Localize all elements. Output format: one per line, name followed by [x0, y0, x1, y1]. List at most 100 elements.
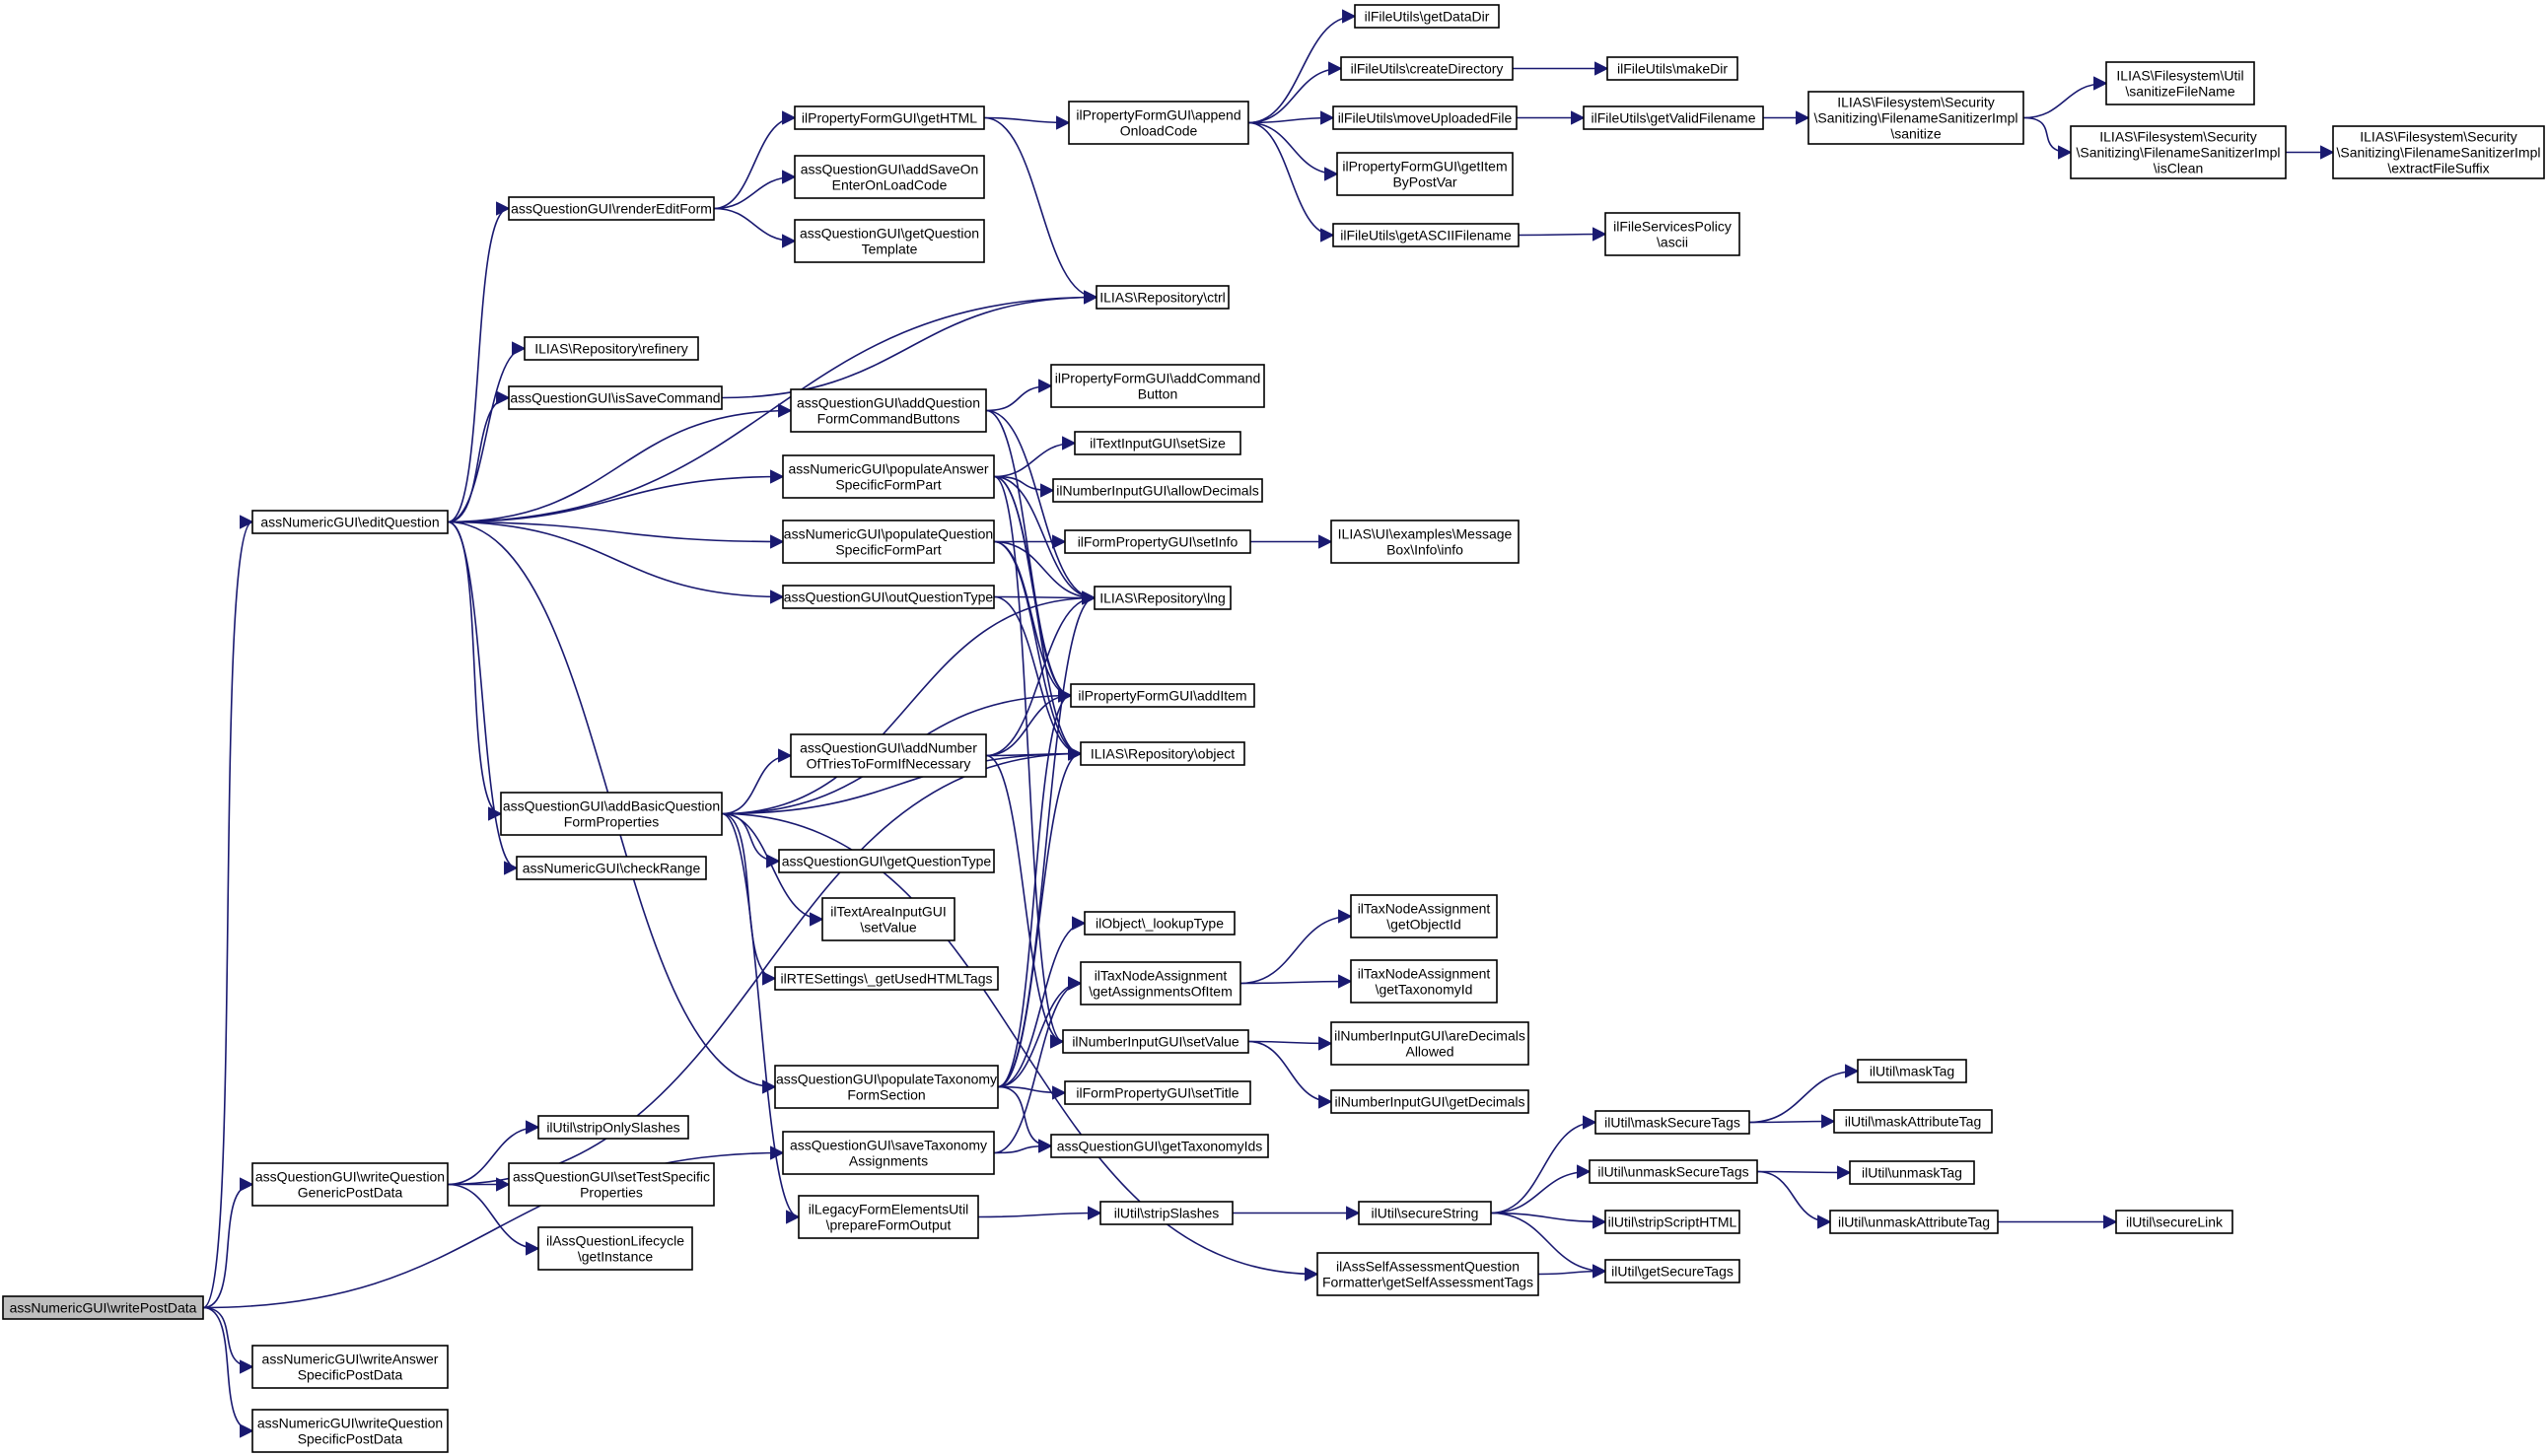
graph-node[interactable]: assQuestionGUI\populateTaxonomyFormSecti…: [774, 1065, 999, 1109]
graph-node[interactable]: assNumericGUI\populateQuestionSpecificFo…: [782, 520, 995, 564]
edge-addBasicQuestionFormProperties-to-addNumberOfTriesToFormIfNecessary: [721, 748, 793, 815]
node-box: [1330, 1021, 1529, 1066]
node-box: [537, 1226, 693, 1271]
node-box: [2115, 1210, 2233, 1234]
graph-node[interactable]: ilUtil\maskAttributeTag: [1833, 1109, 1993, 1134]
graph-node[interactable]: ilTaxNodeAssignment\getAssignmentsOfItem: [1080, 961, 1241, 1005]
graph-node[interactable]: ilUtil\unmaskAttributeTag: [1829, 1210, 1999, 1234]
graph-node[interactable]: ILIAS\Filesystem\Security\Sanitizing\Fil…: [2070, 125, 2287, 179]
graph-node[interactable]: assQuestionGUI\getQuestionType: [778, 849, 995, 873]
graph-node[interactable]: ilNumberInputGUI\setValue: [1062, 1029, 1249, 1054]
edge-addBasicQuestionFormProperties-to-object: [721, 746, 1083, 815]
node-box: [1336, 152, 1514, 196]
graph-node[interactable]: ilAssSelfAssessmentQuestionFormatter\get…: [1316, 1252, 1539, 1296]
edge-populateAnswerSpecificFormPart-to-numberSetValue: [993, 475, 1065, 1049]
graph-node[interactable]: ilFileUtils\getDataDir: [1354, 4, 1500, 29]
graph-node[interactable]: ilFileUtils\makeDir: [1606, 56, 1738, 81]
graph-node[interactable]: ilFormPropertyGUI\setInfo: [1064, 529, 1251, 554]
graph-node[interactable]: ilUtil\stripSlashes: [1099, 1201, 1234, 1225]
graph-node[interactable]: ilFileUtils\getValidFilename: [1583, 105, 1764, 130]
graph-node[interactable]: ilUtil\getSecureTags: [1604, 1259, 1740, 1283]
root-node[interactable]: assNumericGUI\writePostData: [2, 1295, 204, 1320]
graph-node[interactable]: ilFileUtils\getASCIIFilename: [1332, 223, 1520, 247]
graph-node[interactable]: ilNumberInputGUI\allowDecimals: [1052, 478, 1263, 503]
graph-node[interactable]: ilTextAreaInputGUI\setValue: [821, 897, 956, 941]
graph-node[interactable]: assQuestionGUI\isSaveCommand: [508, 385, 723, 410]
edge-editQuestion-to-ctrl: [447, 290, 1098, 523]
graph-node[interactable]: assNumericGUI\writeQuestionSpecificPostD…: [251, 1409, 449, 1453]
node-box: [1354, 4, 1500, 29]
graph-node[interactable]: assQuestionGUI\renderEditForm: [508, 196, 715, 221]
edge-getAssignmentsOfItem-to-getTaxonomyId: [1239, 974, 1353, 989]
graph-node[interactable]: ilPropertyFormGUI\addItem: [1070, 683, 1255, 708]
graph-node[interactable]: ilUtil\stripScriptHTML: [1604, 1210, 1740, 1234]
node-label: ilUtil\getSecureTags: [1611, 1264, 1734, 1280]
graph-node[interactable]: assQuestionGUI\addBasicQuestionFormPrope…: [500, 792, 723, 836]
node-label: assQuestionGUI\addNumber: [800, 740, 977, 756]
graph-node[interactable]: ILIAS\Repository\ctrl: [1096, 285, 1230, 310]
graph-node[interactable]: ilUtil\maskSecureTags: [1594, 1110, 1750, 1135]
node-box: [1833, 1109, 1993, 1134]
node-box: [1332, 105, 1518, 130]
graph-node[interactable]: ilTextInputGUI\setSize: [1074, 431, 1241, 455]
graph-node[interactable]: assNumericGUI\populateAnswerSpecificForm…: [782, 454, 995, 499]
edge-appendOnloadCode-to-createDirectory: [1247, 61, 1343, 124]
graph-node[interactable]: ilUtil\stripOnlySlashes: [537, 1115, 689, 1140]
node-label: ilUtil\stripScriptHTML: [1608, 1214, 1737, 1230]
edge-addQuestionFormCommandButtons-to-addCommandButton: [985, 379, 1053, 412]
graph-node[interactable]: ILIAS\Repository\lng: [1094, 586, 1232, 610]
graph-node[interactable]: assQuestionGUI\outQuestionType: [782, 585, 995, 609]
graph-node[interactable]: assQuestionGUI\addNumberOfTriesToFormIfN…: [790, 733, 987, 778]
node-box: [508, 385, 723, 410]
node-box: [1857, 1059, 1967, 1083]
graph-node[interactable]: ilFileUtils\createDirectory: [1340, 56, 1514, 81]
graph-node[interactable]: ilNumberInputGUI\getDecimals: [1330, 1089, 1529, 1114]
graph-node[interactable]: assQuestionGUI\writeQuestionGenericPostD…: [251, 1162, 449, 1207]
graph-node[interactable]: ilFileServicesPolicy\ascii: [1604, 212, 1740, 256]
node-box: [782, 1131, 995, 1175]
node-box: [794, 155, 985, 199]
graph-node[interactable]: ilAssQuestionLifecycle\getInstance: [537, 1226, 693, 1271]
graph-node[interactable]: ilUtil\unmaskTag: [1849, 1160, 1975, 1185]
graph-node[interactable]: ILIAS\Repository\refinery: [524, 336, 699, 361]
graph-node[interactable]: ilUtil\secureString: [1358, 1201, 1492, 1225]
edge-sanitize-to-sanitizeFileName: [2022, 76, 2108, 119]
graph-node[interactable]: ilTaxNodeAssignment\getObjectId: [1350, 894, 1498, 938]
graph-node[interactable]: ilUtil\unmaskSecureTags: [1589, 1159, 1758, 1184]
graph-node[interactable]: ILIAS\Repository\object: [1080, 741, 1245, 766]
graph-node[interactable]: assQuestionGUI\getTaxonomyIds: [1050, 1134, 1269, 1158]
graph-node[interactable]: ilUtil\maskTag: [1857, 1059, 1967, 1083]
node-box: [798, 1195, 979, 1239]
graph-node[interactable]: ilUtil\secureLink: [2115, 1210, 2233, 1234]
graph-node[interactable]: ILIAS\Filesystem\Security\Sanitizing\Fil…: [2332, 125, 2545, 179]
graph-node[interactable]: ilLegacyFormElementsUtil\prepareFormOutp…: [798, 1195, 979, 1239]
graph-node[interactable]: ilObject\_lookupType: [1084, 911, 1236, 936]
node-label: assQuestionGUI\addSaveOn: [801, 162, 979, 177]
graph-node[interactable]: assQuestionGUI\addQuestionFormCommandBut…: [790, 388, 987, 433]
graph-node[interactable]: ilTaxNodeAssignment\getTaxonomyId: [1350, 959, 1498, 1004]
edge-isSaveCommand-to-ctrl: [721, 290, 1098, 399]
node-label: ilTaxNodeAssignment: [1358, 966, 1491, 982]
edge-renderEditForm-to-getQuestionTemplate: [713, 207, 797, 248]
graph-node[interactable]: ilRTESettings\_getUsedHTMLTags: [774, 966, 999, 991]
graph-node[interactable]: ilFileUtils\moveUploadedFile: [1332, 105, 1518, 130]
edge-populateTaxonomyFormSection-to-lookupType: [997, 916, 1087, 1088]
graph-node[interactable]: assNumericGUI\editQuestion: [251, 510, 449, 534]
graph-node[interactable]: assNumericGUI\checkRange: [516, 856, 707, 880]
graph-node[interactable]: ilPropertyFormGUI\getHTML: [794, 105, 985, 130]
graph-node[interactable]: ILIAS\Filesystem\Util\sanitizeFileName: [2105, 61, 2255, 105]
node-label: ilNumberInputGUI\areDecimals: [1334, 1028, 1525, 1044]
graph-node[interactable]: ilFormPropertyGUI\setTitle: [1064, 1080, 1251, 1105]
graph-node[interactable]: assNumericGUI\writeAnswerSpecificPostDat…: [251, 1345, 449, 1389]
graph-node[interactable]: ILIAS\Filesystem\Security\Sanitizing\Fil…: [1807, 91, 2024, 145]
node-box: [2332, 125, 2545, 179]
